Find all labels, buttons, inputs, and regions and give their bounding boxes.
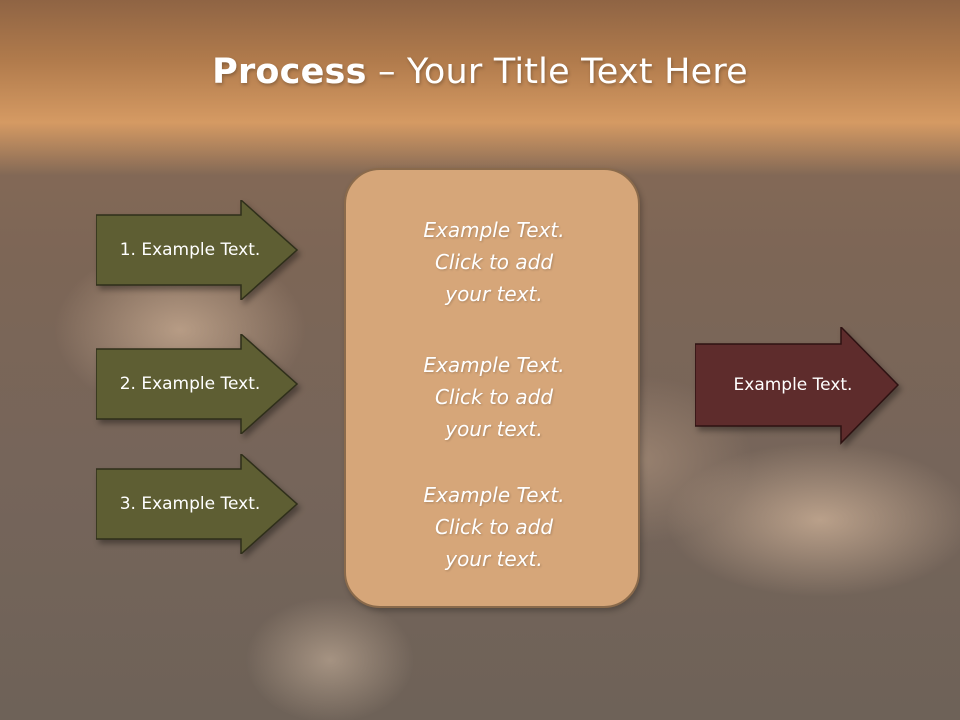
title-bold: Process [212, 52, 367, 92]
arrow-shape [695, 327, 899, 445]
result-arrow[interactable]: Example Text. [695, 327, 899, 445]
panel-line: your text. [445, 282, 543, 306]
panel-line: Click to add [434, 250, 554, 274]
panel-line: Click to add [434, 515, 554, 539]
step-label-3: 3. Example Text. [119, 494, 261, 514]
panel-line: your text. [445, 417, 543, 441]
step-label-2: 2. Example Text. [119, 374, 261, 394]
step-arrow-2[interactable]: 2. Example Text. [96, 334, 298, 434]
panel-line: Example Text. [423, 218, 565, 242]
panel-line: Click to add [434, 385, 554, 409]
step-label-1: 1. Example Text. [119, 240, 261, 260]
center-text-panel[interactable]: Example Text. Click to add your text. Ex… [344, 168, 640, 608]
result-label: Example Text. [733, 375, 853, 395]
title-rest: – Your Title Text Here [366, 52, 748, 92]
slide-title[interactable]: Process – Your Title Text Here [0, 52, 960, 92]
panel-text-block-2[interactable]: Example Text. Click to add your text. [346, 349, 642, 445]
panel-text-block-3[interactable]: Example Text. Click to add your text. [346, 479, 642, 575]
panel-line: Example Text. [423, 483, 565, 507]
step-arrow-3[interactable]: 3. Example Text. [96, 454, 298, 554]
panel-line: your text. [445, 547, 543, 571]
arrow-shape [96, 454, 298, 554]
title-banner [0, 0, 960, 175]
panel-line: Example Text. [423, 353, 565, 377]
panel-text-block-1[interactable]: Example Text. Click to add your text. [346, 214, 642, 310]
arrow-shape [96, 200, 298, 300]
arrow-shape [96, 334, 298, 434]
step-arrow-1[interactable]: 1. Example Text. [96, 200, 298, 300]
